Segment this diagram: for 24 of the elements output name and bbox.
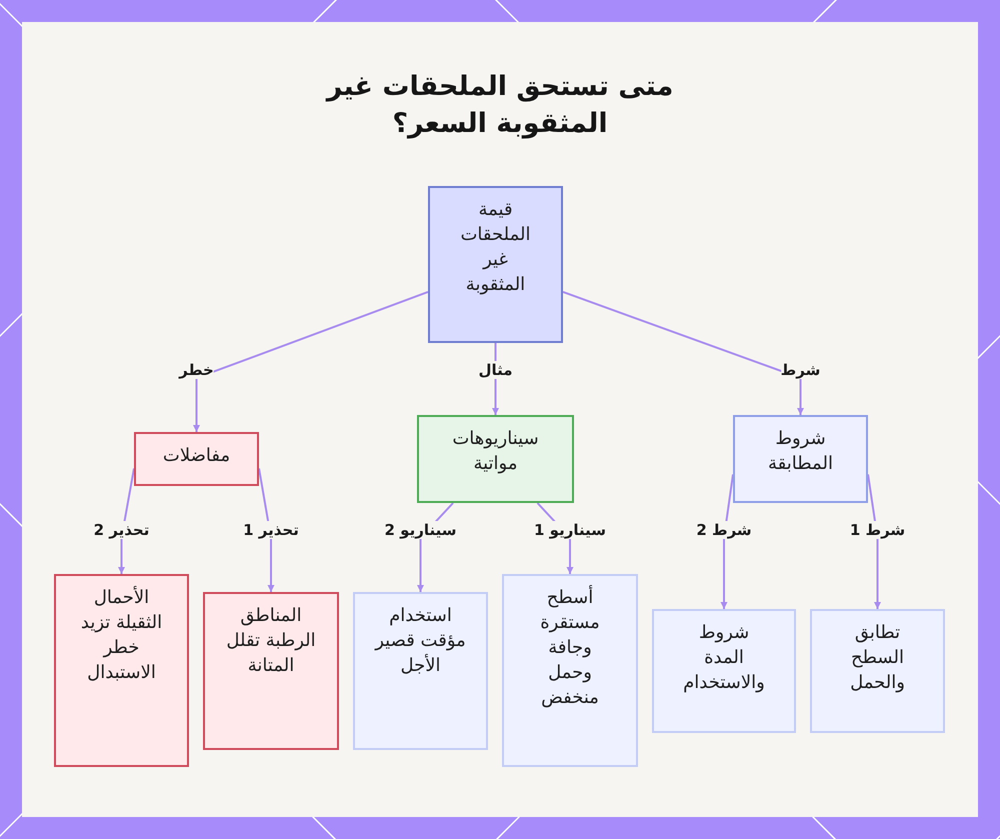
concept-box: الأحمال الثقيلة تزيد خطر الاستبدال	[54, 574, 189, 767]
arrow	[562, 291, 804, 415]
concept-box: المناطق الرطبة تقلل المتانة	[203, 592, 339, 750]
edge-label: خطر	[179, 361, 214, 379]
edge-label: تحذير 1	[243, 521, 299, 539]
concept-box: استخدام مؤقت قصير الأجل	[353, 592, 488, 750]
concept-box: مفاضلات	[134, 432, 259, 486]
arrow	[193, 291, 428, 432]
concept-box: شروط المطابقة	[733, 415, 868, 503]
edge-label: شرط	[780, 361, 820, 379]
edge-label: شرط 1	[850, 521, 906, 539]
arrow	[720, 474, 734, 609]
arrow	[867, 474, 881, 609]
edge-label: سيناريو 1	[534, 521, 606, 539]
concept-box: سيناريوهات مواتية	[417, 415, 574, 503]
concept-box: قيمة الملحقات غير المثقوبة	[428, 186, 563, 343]
edge-label: سيناريو 2	[384, 521, 456, 539]
edge-label: مثال	[478, 361, 513, 379]
concept-box: شروط المدة والاستخدام	[652, 609, 796, 733]
edge-label: تحذير 2	[94, 521, 150, 539]
edge-label: شرط 2	[696, 521, 752, 539]
title: متى تستحق الملحقات غير المثقوبة السعر؟	[324, 70, 674, 141]
concept-box: أسطح مستقرة وجافة وحمل منخفض	[502, 574, 638, 767]
concept-box: تطابق السطح والحمل	[810, 609, 945, 733]
